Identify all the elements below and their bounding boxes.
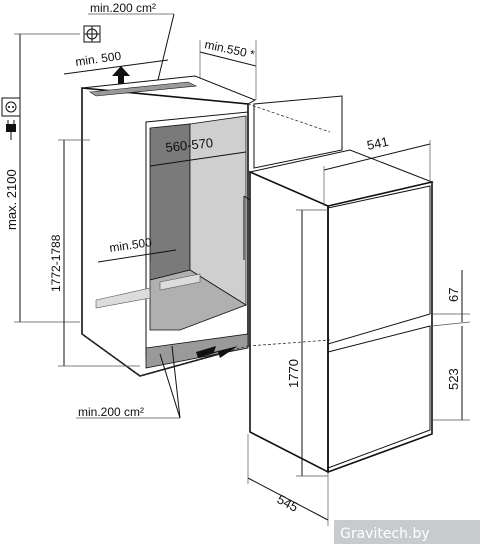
dim-door-clearance: min.550 * bbox=[203, 37, 256, 61]
shelf-hatch-right bbox=[159, 273, 201, 291]
watermark-text: Gravitech.by bbox=[340, 526, 430, 542]
lower-door bbox=[327, 325, 431, 469]
label-ventilation-bottom: min.200 cm² bbox=[78, 405, 144, 419]
dim-niche-width: 560-570 bbox=[165, 135, 214, 155]
upper-door bbox=[327, 185, 431, 345]
top-vent-slot bbox=[89, 81, 198, 97]
plinth-band bbox=[145, 333, 249, 369]
dim-gap-height: 67 bbox=[446, 288, 461, 302]
furniture-door bbox=[253, 95, 343, 169]
ceiling-vent-icon bbox=[83, 25, 101, 43]
dim-line-appliance-width bbox=[323, 143, 431, 171]
label-ventilation-top: min.200 cm² bbox=[90, 1, 156, 15]
appliance-side bbox=[249, 170, 329, 474]
appliance-top bbox=[248, 149, 434, 207]
shelf-hatch-left bbox=[95, 287, 151, 309]
dim-lower-door-height: 523 bbox=[446, 368, 461, 390]
dim-top-depth: min. 500 bbox=[74, 49, 122, 69]
dim-niche-height: 1772-1788 bbox=[49, 234, 63, 292]
airflow-arrow-in bbox=[196, 346, 238, 358]
dim-plinth-depth: min.500 bbox=[108, 235, 153, 255]
niche-top bbox=[81, 75, 257, 105]
dim-line-appliance-depth bbox=[247, 477, 329, 521]
dim-appliance-width: 541 bbox=[366, 134, 390, 153]
dim-line-niche-width bbox=[149, 151, 247, 167]
plug-icon bbox=[6, 120, 16, 140]
dim-max-height: max. 2100 bbox=[4, 169, 19, 230]
watermark: Gravitech.by bbox=[334, 520, 480, 544]
dim-appliance-depth: 545 bbox=[275, 491, 301, 514]
airflow-arrow-up bbox=[112, 66, 130, 84]
appliance-front bbox=[327, 180, 433, 474]
dim-appliance-height: 1770 bbox=[286, 359, 301, 388]
socket-icon bbox=[1, 97, 21, 117]
